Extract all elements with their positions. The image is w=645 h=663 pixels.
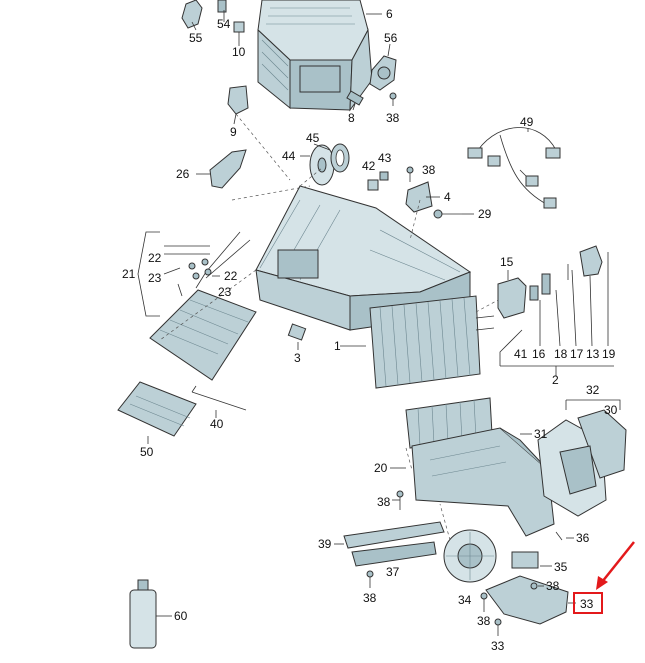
part-17-19-pins (567, 252, 609, 280)
part-label: 13 (586, 347, 600, 361)
part-56-motor (369, 55, 397, 91)
highlight-box (573, 592, 603, 614)
part-label: 6 (386, 7, 393, 21)
part-label: 37 (386, 565, 400, 579)
part-35-resistor (511, 551, 539, 569)
part-label: 38 (477, 614, 491, 628)
part-label: 38 (377, 495, 391, 509)
part-60-canister (129, 579, 172, 649)
part-41-16-gasket (529, 273, 551, 301)
part-label: 44 (282, 149, 296, 163)
part-label: 2 (552, 373, 559, 387)
part-49-wire-harness (467, 127, 561, 209)
part-4-bracket (405, 181, 433, 213)
part-label: 18 (554, 347, 568, 361)
part-label: 38 (386, 111, 400, 125)
part-8-bolt (346, 90, 364, 106)
part-label: 8 (348, 111, 355, 125)
part-label: 19 (602, 347, 616, 361)
part-9-bracket (227, 85, 249, 115)
part-34-blower-fan (443, 529, 497, 583)
part-label: 56 (384, 31, 398, 45)
part-39-37-rails (343, 521, 445, 567)
top-housing-assembly (257, 0, 373, 112)
part-label: 42 (362, 159, 376, 173)
part-label: 40 (210, 417, 224, 431)
part-38-screw-mid (406, 166, 414, 182)
part-label: 32 (586, 383, 600, 397)
part-label: 38 (546, 579, 560, 593)
part-50-filter-frame (117, 381, 197, 437)
part-42-43-valve (367, 171, 389, 191)
part-label: 23 (148, 271, 162, 285)
part-labels: 55 54 10 6 56 8 9 38 45 44 42 43 38 26 4… (122, 7, 618, 653)
part-29-bolt (433, 209, 462, 219)
part-label: 16 (532, 347, 546, 361)
part-label: 54 (217, 17, 231, 31)
part-26-cover (209, 149, 247, 189)
part-label: 38 (422, 163, 436, 177)
part-13-actuator (579, 245, 603, 277)
part-label: 3 (294, 351, 301, 365)
part-label-highlighted: 33 (580, 597, 594, 611)
part-38-screw-top (389, 92, 397, 106)
part-3-sensor (287, 323, 307, 341)
part-label: 45 (306, 131, 320, 145)
guide-lines (159, 113, 499, 541)
part-label: 38 (363, 591, 377, 605)
part-label: 43 (378, 151, 392, 165)
screws-38-lower (366, 490, 538, 636)
part-label: 31 (534, 427, 548, 441)
part-label: 36 (576, 531, 590, 545)
part-1-evaporator-core (369, 295, 495, 389)
part-label: 39 (318, 537, 332, 551)
part-15-actuator (497, 277, 527, 319)
part-label: 1 (334, 339, 341, 353)
part-label: 10 (232, 45, 246, 59)
part-label: 60 (174, 609, 188, 623)
part-55-clip (181, 0, 203, 29)
part-54-screw (217, 0, 227, 13)
part-label: 9 (230, 125, 237, 139)
part-label: 21 (122, 267, 136, 281)
part-44-disc (309, 144, 335, 186)
leader-lines (137, 10, 621, 604)
part-label: 29 (478, 207, 492, 221)
part-31-blower-housing (411, 427, 555, 537)
part-label: 33 (491, 639, 505, 653)
part-36-clip (555, 531, 563, 541)
part-22-23-orings (188, 258, 212, 280)
part-40-rod (191, 385, 247, 411)
part-21-heater-core (149, 231, 257, 381)
part-label: 49 (520, 115, 534, 129)
part-label: 55 (189, 31, 203, 45)
part-label: 15 (500, 255, 514, 269)
part-label: 26 (176, 167, 190, 181)
part-label: 23 (218, 285, 232, 299)
part-label: 4 (444, 190, 451, 204)
part-10-sensor (233, 21, 245, 44)
part-45-ring (330, 143, 350, 173)
part-label: 35 (554, 560, 568, 574)
part-label: 34 (458, 593, 472, 607)
part-label: 20 (374, 461, 388, 475)
part-label: 30 (604, 403, 618, 417)
part-label: 41 (514, 347, 528, 361)
part-label: 17 (570, 347, 584, 361)
part-label: 22 (148, 251, 162, 265)
part-32-30-seal-frame (537, 409, 627, 517)
part-label: 50 (140, 445, 154, 459)
part-label: 22 (224, 269, 238, 283)
highlight-arrow (596, 541, 635, 590)
part-33-duct (485, 575, 569, 625)
